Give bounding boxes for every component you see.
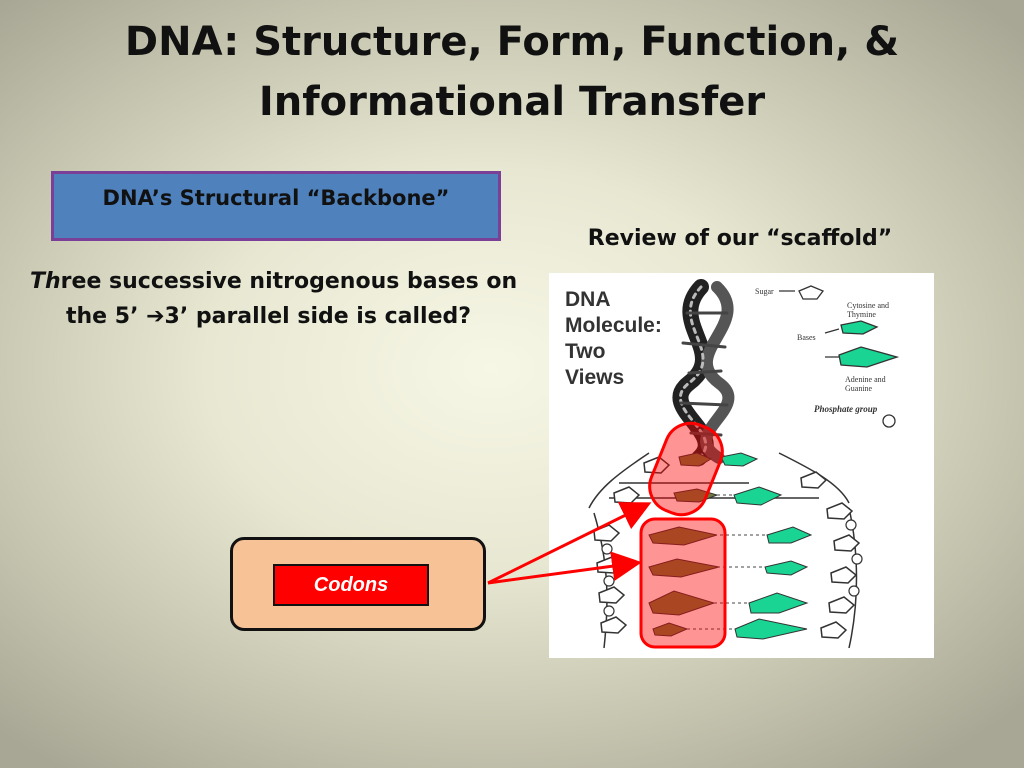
arrow-to-lower-codon [487,551,642,585]
legend-adenine-guanine: Adenine and Guanine [845,375,886,393]
arrow-to-upper-codon [487,502,652,585]
answer-label: Codons [273,564,429,606]
slide-title: DNA: Structure, Form, Function, & Inform… [124,19,900,125]
question-text: Three successive nitrogenous bases on th… [30,264,526,334]
dna-molecule-diagram: DNA Molecule: Two Views Sugar Cytosine a… [549,273,934,658]
question-suffix: 3’ parallel side is called? [164,304,472,329]
section-label: DNA’s Structural “Backbone” [102,186,450,210]
question-prefix: Th [30,269,61,294]
legend-cytosine-thymine: Cytosine and Thymine [847,301,889,319]
base-pair-icons [648,452,813,640]
answer-panel: Codons [230,537,486,631]
figure-caption: Review of our “scaffold” [587,226,893,251]
question-body: ree successive nitrogenous bases on the … [60,269,518,329]
section-label-box: DNA’s Structural “Backbone” [51,171,501,241]
figure-title: DNA Molecule: Two Views [565,288,662,389]
legend-phosphate-group: Phosphate group [814,404,878,414]
legend-icons [779,285,900,428]
codon-highlight-marks [639,421,727,649]
legend-sugar: Sugar [755,287,774,296]
right-arrow-icon: ➔ [146,304,165,329]
legend-bases: Bases [797,333,816,342]
sugar-ring-icons [593,456,861,639]
hydrogen-bond-lines [687,494,767,630]
double-helix-icon [672,279,735,466]
